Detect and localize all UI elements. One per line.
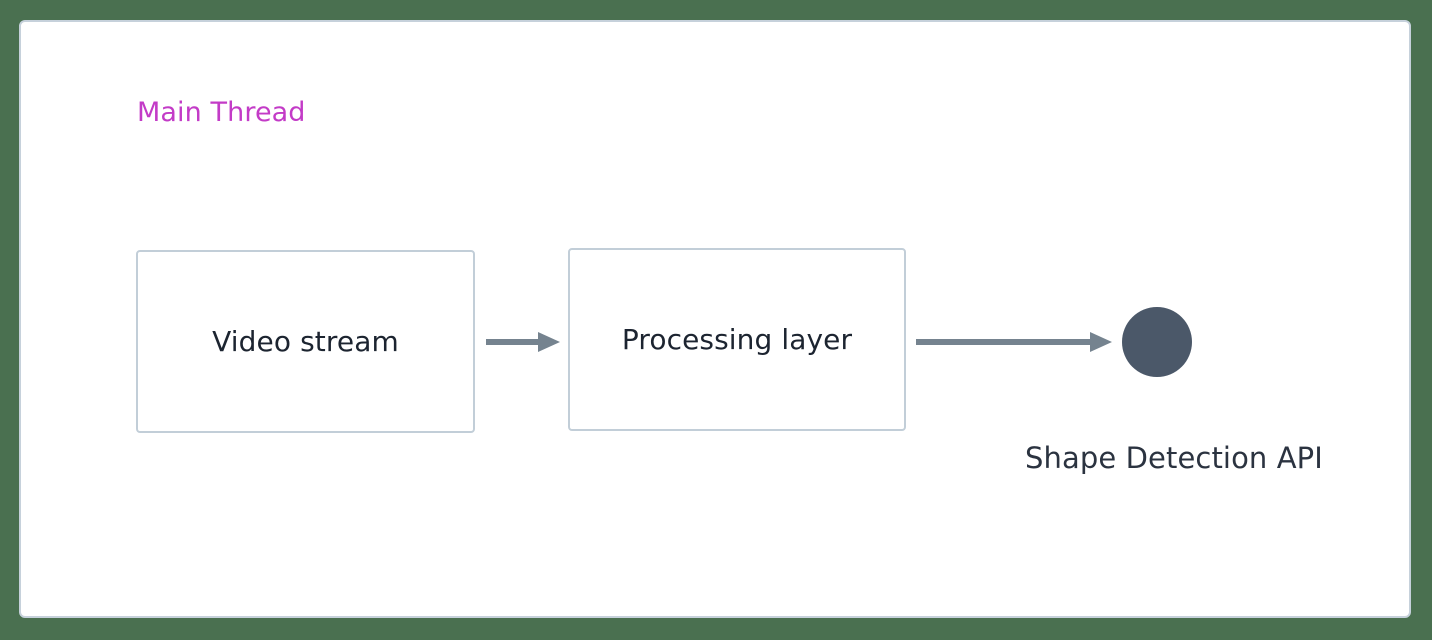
arrow-processing-layer-to-shape-detection-api — [916, 332, 1112, 352]
main-thread-panel: Main Thread Video stream Processing laye… — [19, 20, 1411, 618]
node-shape-detection-api-circle[interactable] — [1122, 307, 1192, 377]
arrow-video-stream-to-processing-layer — [486, 332, 560, 352]
node-processing-layer[interactable]: Processing layer — [568, 248, 906, 431]
node-video-stream[interactable]: Video stream — [136, 250, 475, 433]
main-thread-title: Main Thread — [137, 97, 306, 128]
node-processing-layer-label: Processing layer — [621, 323, 853, 356]
node-shape-detection-api-label: Shape Detection API — [1025, 441, 1323, 475]
node-video-stream-label: Video stream — [212, 325, 399, 358]
